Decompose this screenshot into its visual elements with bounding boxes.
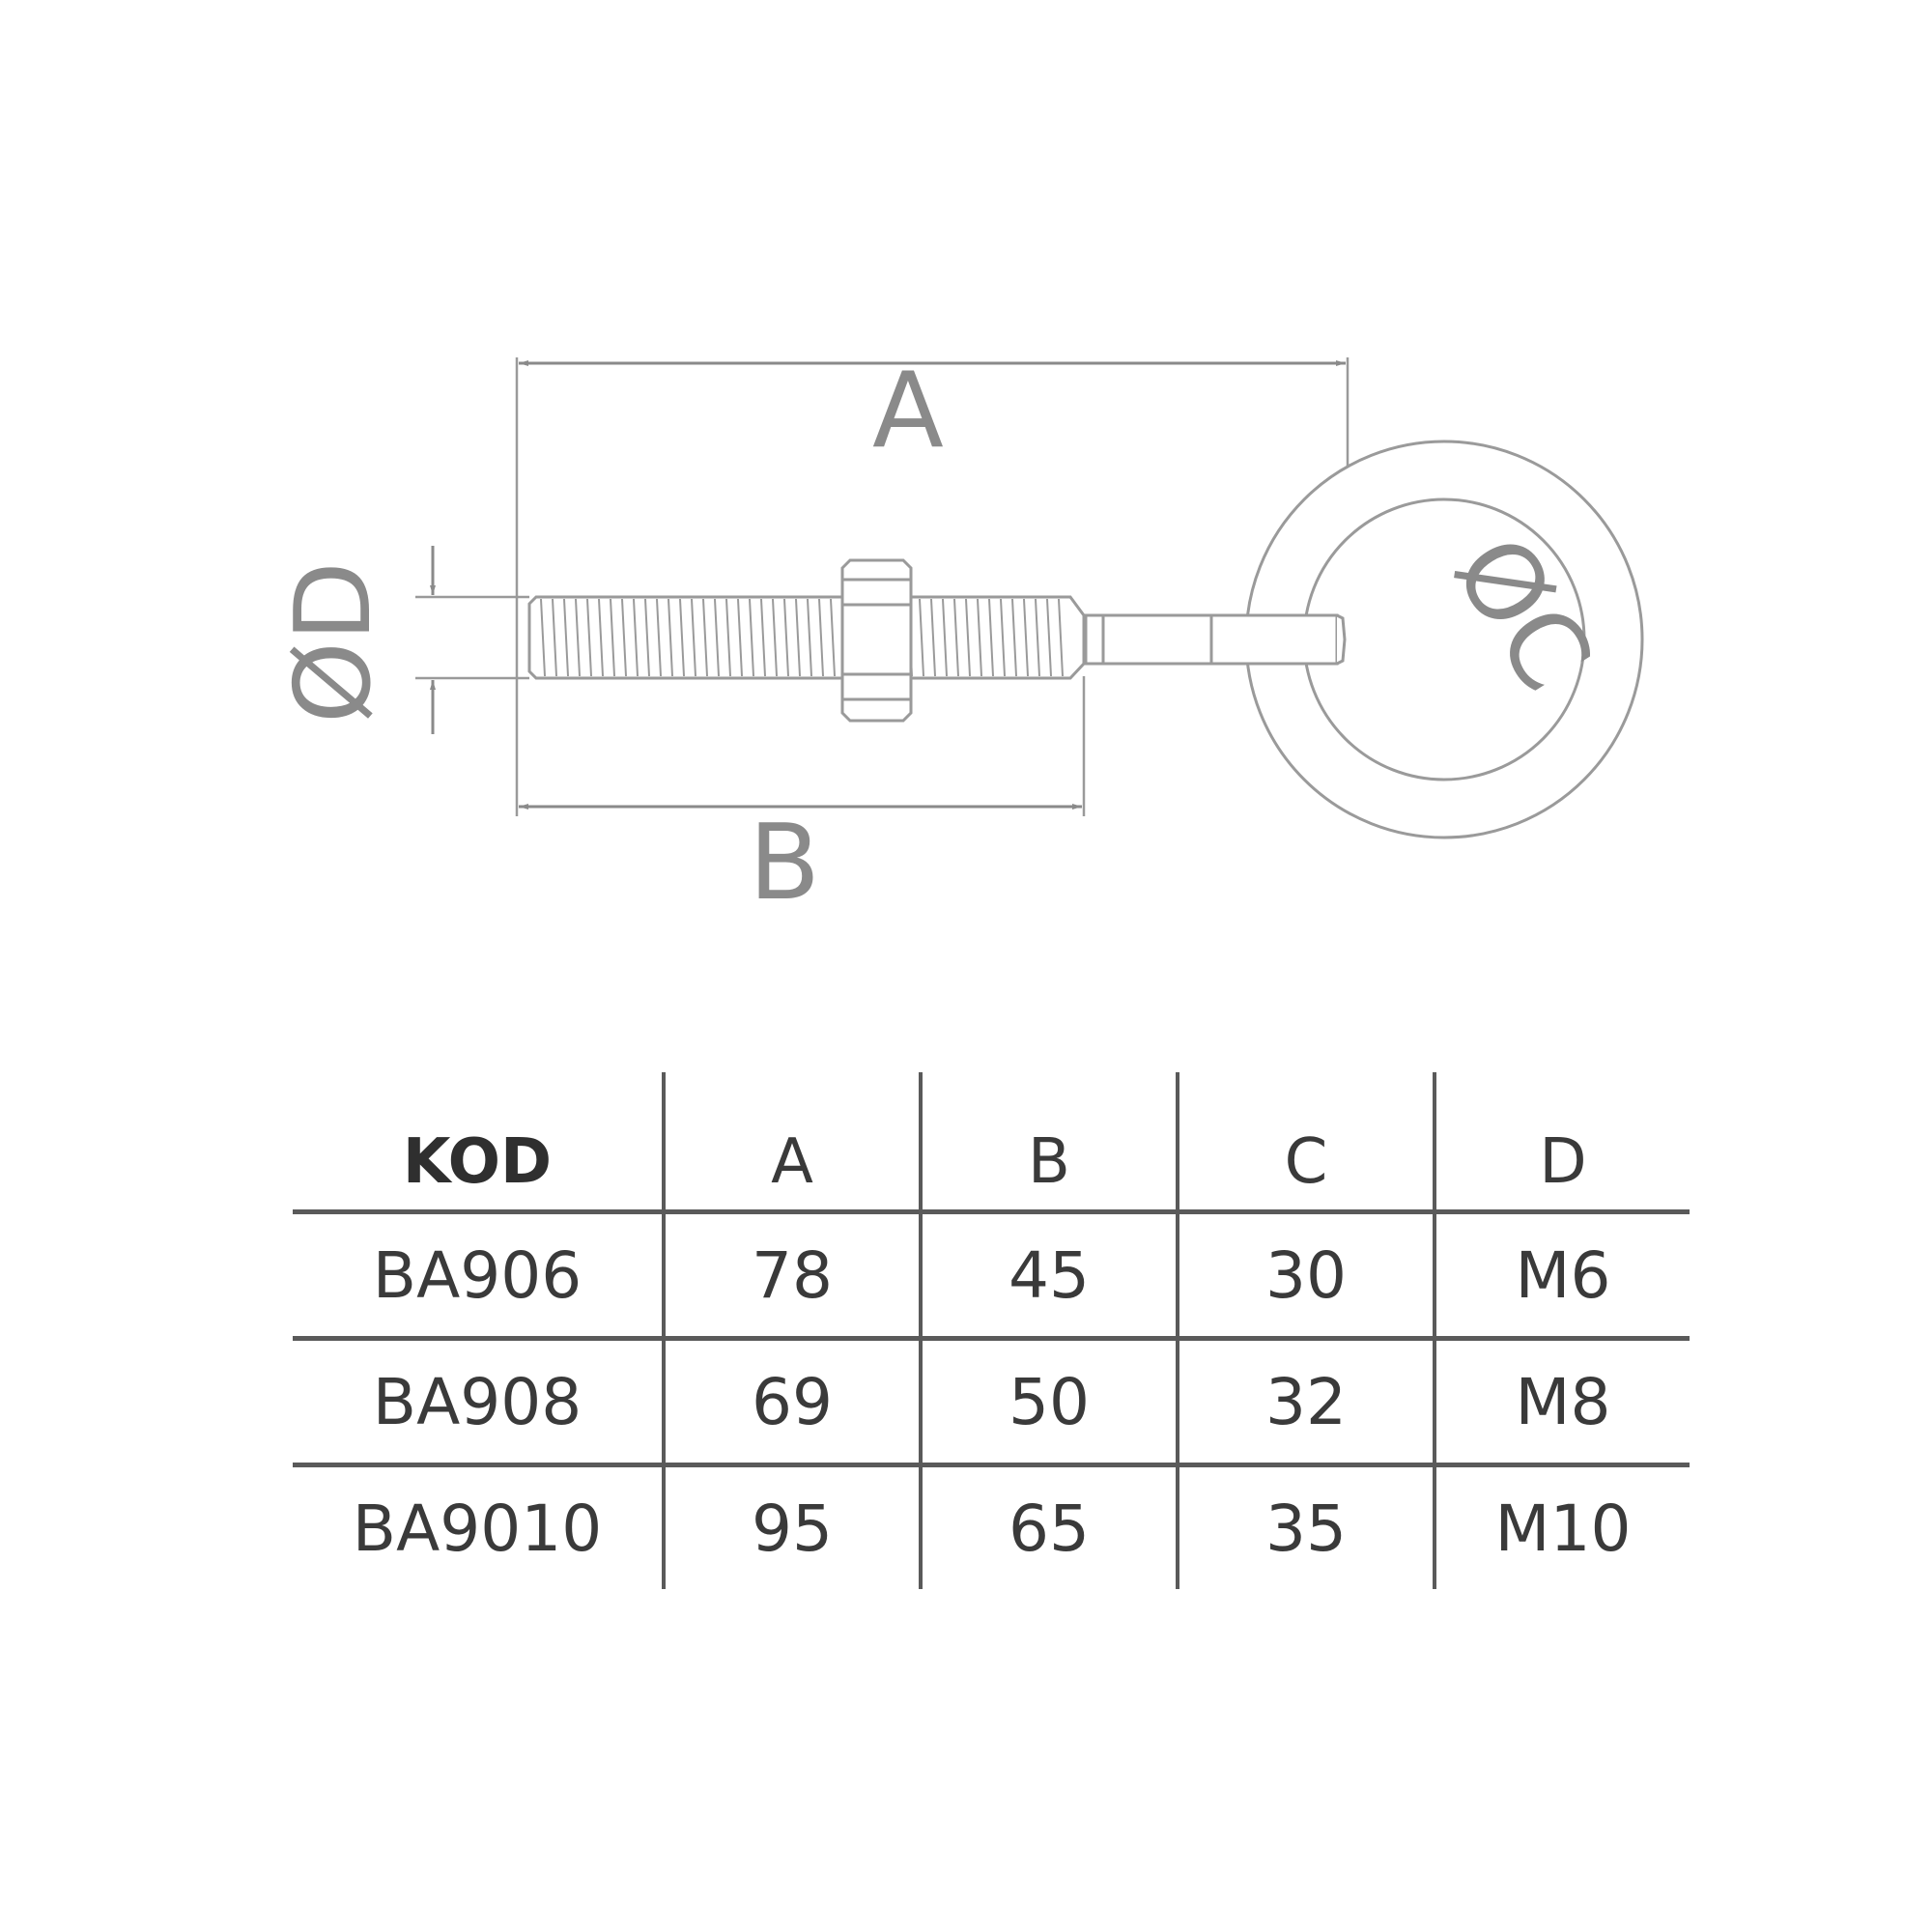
table-cell-b: 65 <box>921 1464 1179 1589</box>
table-cell-c: 32 <box>1178 1338 1436 1465</box>
label-a: A <box>872 351 944 471</box>
shank-tip <box>1336 613 1347 666</box>
table-cell-c: 35 <box>1178 1464 1436 1589</box>
table-cell-a: 95 <box>664 1464 923 1589</box>
table-cell-c: 30 <box>1178 1211 1436 1339</box>
table-cell-d: M8 <box>1515 1364 1611 1439</box>
bolt-part <box>527 440 1644 839</box>
table-header-kod: KOD <box>293 1072 666 1212</box>
table-row: BA908 69 50 32 M8 <box>293 1338 1690 1465</box>
table-cell-d: M6 <box>1515 1237 1611 1313</box>
table-cell-a: 78 <box>664 1211 923 1339</box>
table-header-c: C <box>1178 1072 1436 1212</box>
hex-nut <box>840 558 913 723</box>
table-cell-b: 50 <box>921 1338 1179 1465</box>
label-d: ØD <box>273 561 394 724</box>
table-cell-b: 45 <box>921 1211 1179 1339</box>
table-cell-a: 69 <box>664 1338 923 1465</box>
table-cell-kod: BA908 <box>293 1338 666 1465</box>
spec-table: KOD A B C D BA906 78 45 30 M6 BA908 69 5… <box>293 1072 1690 1589</box>
table-cell-kod: BA906 <box>293 1211 666 1339</box>
table-header-b: B <box>921 1072 1179 1212</box>
table-cell-kod: BA9010 <box>293 1464 666 1589</box>
table-header-a: A <box>664 1072 923 1212</box>
table-row: BA906 78 45 30 M6 <box>293 1211 1690 1339</box>
label-b: B <box>749 803 820 923</box>
table-header-row: KOD A B C D <box>293 1072 1690 1212</box>
table-header-d: D <box>1539 1126 1587 1198</box>
table-cell-d: M10 <box>1494 1491 1632 1566</box>
table-row: BA9010 95 65 35 M10 <box>293 1464 1690 1589</box>
